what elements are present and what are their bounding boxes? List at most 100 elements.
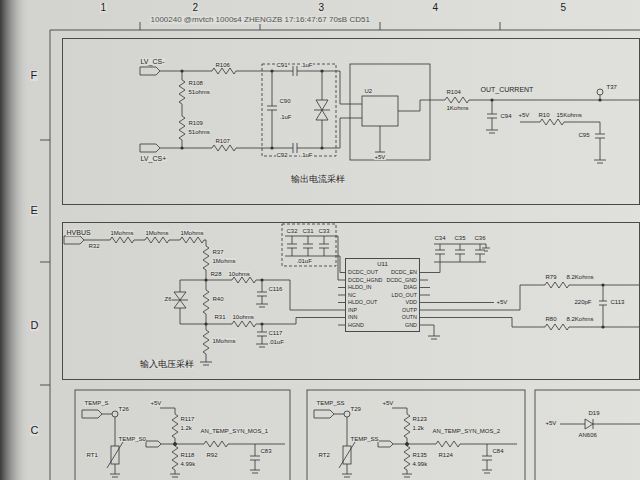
component-label: 1Mohms — [145, 230, 169, 236]
wire — [262, 64, 336, 156]
junction-dot — [270, 69, 273, 72]
component-label: C94 — [500, 113, 512, 119]
wire — [434, 244, 490, 262]
component-label: 1Mohms — [110, 230, 134, 236]
wire — [203, 246, 209, 354]
grid-marker: D — [30, 320, 39, 331]
junction-dot — [601, 283, 604, 286]
component-label: C34 — [434, 235, 446, 241]
component-label: R37 — [212, 249, 224, 255]
component-label: R79 — [545, 274, 557, 280]
junction-dot — [598, 98, 601, 101]
grid-marker: 1000240 @mvtch 1000s4 ZHENGZB 17:16:47:6… — [150, 16, 370, 24]
wire — [282, 224, 336, 266]
component-label: T37 — [606, 84, 617, 90]
pin-name: LDO_OUT — [392, 293, 417, 298]
component-label: .1uF — [300, 62, 313, 68]
component-label: 15Kohms — [556, 112, 582, 118]
grid-marker: 2 — [192, 3, 199, 13]
component-label: R118 — [180, 452, 195, 458]
component-label: R124 — [438, 452, 453, 458]
drawing-frame — [40, 22, 640, 480]
component-label: C83 — [260, 448, 272, 454]
component-label: R92 — [206, 452, 218, 458]
wire — [375, 126, 385, 152]
component-label: C84 — [492, 448, 504, 454]
component-label: U2 — [364, 88, 373, 94]
component-label: LV_CS- — [140, 58, 165, 65]
junction-dot — [320, 146, 323, 149]
pin-name: DCDC_OUT — [348, 270, 378, 275]
component-label: R31 — [214, 314, 226, 320]
component-label: C113 — [610, 299, 625, 305]
component-label: AN606 — [578, 432, 597, 438]
pin-name: DCDC_GND — [386, 278, 417, 283]
component-label: 1Mohms — [180, 230, 204, 236]
wire — [64, 236, 84, 244]
component-label: 1.2k — [412, 425, 424, 431]
component-label: .01uF — [296, 258, 312, 264]
component-label: R106 — [215, 62, 230, 68]
wire — [350, 64, 430, 160]
pin-name: HGND — [348, 323, 364, 328]
grid-marker: 4 — [432, 3, 439, 13]
component-label: 8.2Kohms — [566, 316, 594, 322]
wire — [212, 68, 236, 151]
grid-marker: E — [30, 205, 38, 216]
component-label: +5V — [545, 420, 557, 426]
wire — [420, 262, 494, 303]
component-label: D19 — [588, 410, 600, 416]
wire — [319, 236, 329, 256]
component-label: R107 — [215, 138, 230, 144]
component-label: T26 — [118, 406, 129, 412]
component-label: TEMP_SS — [350, 436, 379, 442]
grid-marker: C — [30, 425, 39, 436]
component-label: R123 — [412, 416, 427, 422]
wire — [594, 122, 606, 163]
component-label: .1uF — [300, 152, 313, 158]
wire — [82, 408, 285, 477]
component-label: 8.2Kohms — [566, 274, 594, 280]
component-label: C31 — [302, 228, 314, 234]
wire — [267, 71, 277, 148]
section-caption: 输入电压采样 — [140, 360, 194, 369]
component-label: 51ohms — [188, 129, 210, 135]
wire — [560, 419, 640, 429]
component-label: R104 — [446, 89, 461, 95]
grid-marker: 1 — [100, 3, 107, 13]
section-caption: 输出电流采样 — [291, 175, 345, 184]
component-label: 10ohms — [228, 271, 250, 277]
section-panel: 输入电压采样U11DCDC_OUTDCDC_HGNDHLDO_INNCHLDO_… — [62, 222, 640, 380]
pin-name: GND — [405, 323, 417, 328]
wire — [140, 67, 160, 152]
drawing-frame — [307, 390, 525, 480]
component-label: RT1 — [86, 452, 98, 458]
component-label: C95 — [578, 132, 590, 138]
component-label: TEMP_S — [84, 400, 109, 406]
component-label: LV_CS+ — [140, 155, 167, 162]
component-label: R32 — [88, 243, 100, 249]
wire — [84, 240, 212, 365]
component-label: C117 — [268, 330, 283, 336]
component-label: R108 — [188, 80, 203, 86]
wire — [256, 324, 268, 347]
component-label: C33 — [318, 228, 330, 234]
wire — [330, 236, 345, 325]
grid-marker: 3 — [318, 3, 325, 13]
component-label: 51ohms — [188, 89, 210, 95]
drawing-frame — [40, 22, 640, 480]
junction-dot — [180, 69, 604, 328]
wire — [287, 236, 297, 256]
junction-dot — [601, 325, 604, 328]
wire — [206, 277, 345, 310]
component-label: C91 — [276, 62, 288, 68]
wire — [314, 71, 330, 148]
component-label: C90 — [279, 98, 291, 104]
component-label: T29 — [350, 406, 361, 412]
junction-dot — [260, 278, 263, 281]
component-label: R80 — [545, 316, 557, 322]
pin-name: INP — [348, 308, 357, 313]
component-label: TEMP_SS — [316, 400, 345, 406]
wire — [303, 236, 313, 256]
